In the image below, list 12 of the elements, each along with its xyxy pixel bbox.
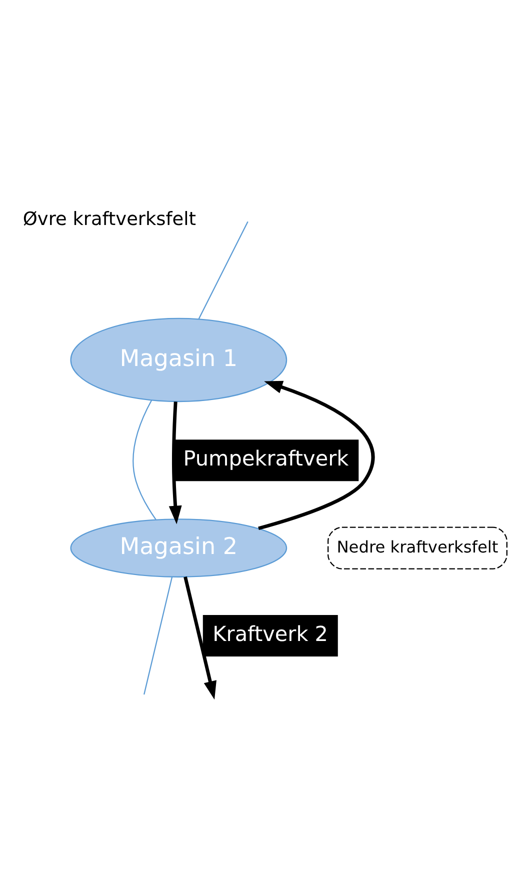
- label: Øvre kraftverksfelt: [22, 208, 196, 230]
- connector: [198, 220, 248, 319]
- connector: [132, 399, 156, 520]
- node-box: Nedre kraftverksfelt: [328, 526, 508, 569]
- node-ellipse: Magasin 2: [70, 518, 288, 577]
- arrow: [184, 576, 216, 700]
- edge-label: Pumpekraftverk: [183, 446, 349, 470]
- arrow: [168, 401, 182, 524]
- connector: [144, 576, 173, 694]
- node-ellipse: Magasin 1: [70, 317, 288, 402]
- edge-label: Kraftverk 2: [212, 621, 328, 646]
- arrow: [258, 380, 375, 530]
